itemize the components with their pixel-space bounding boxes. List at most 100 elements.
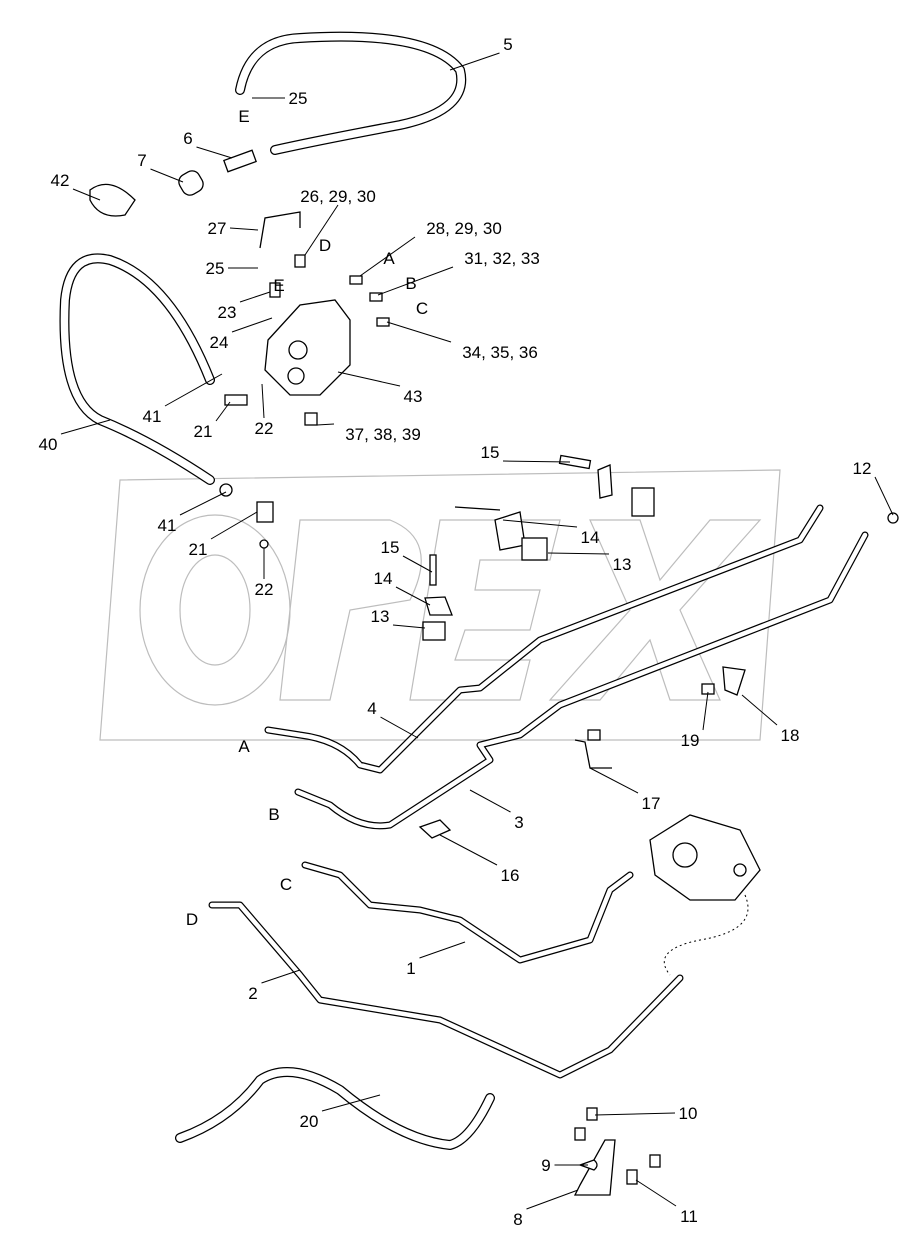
callout-label: 40 [39, 435, 58, 454]
leader-line [239, 291, 271, 303]
leader-line [179, 491, 227, 516]
callout-labels: 5 25E 6 7 42 26, 29, 30 27D 28, 29, 30 A 31, 32, … [39, 35, 872, 1229]
valve-block-43 [264, 299, 351, 396]
callout-label: 15 [481, 443, 500, 462]
callout-label: 6 [183, 129, 192, 148]
callout-label: 11 [680, 1207, 698, 1226]
callout-label: 7 [137, 151, 146, 170]
leader-line [419, 941, 466, 959]
leader-line [395, 586, 431, 606]
leader-line [72, 188, 101, 201]
leader-line [526, 1189, 579, 1210]
leader-line [402, 555, 433, 573]
callout-label: 26, 29, 30 [300, 187, 376, 206]
tube-2 [208, 901, 684, 1079]
leader-line [502, 460, 571, 463]
callout-label: A [238, 737, 250, 756]
callout-label: B [405, 274, 416, 293]
callout-label: 27 [208, 219, 227, 238]
callout-label: 41 [158, 516, 177, 535]
leader-line [215, 401, 231, 422]
hose-5 [235, 31, 467, 155]
callout-label: E [273, 276, 284, 295]
callout-label: 1 [406, 959, 415, 978]
callout-label: 22 [255, 580, 274, 599]
callout-label: 2 [248, 984, 257, 1003]
leader-lines [60, 52, 894, 1210]
leader-line [261, 969, 301, 984]
leader-line [210, 511, 258, 540]
callout-label: 20 [300, 1112, 319, 1131]
leader-line [377, 266, 454, 296]
opex-watermark [99, 469, 781, 741]
callout-label: B [268, 805, 279, 824]
callout-label: 8 [513, 1210, 522, 1229]
callout-label: 34, 35, 36 [462, 343, 538, 362]
leader-line [547, 552, 610, 555]
leader-line [439, 834, 498, 866]
callout-label: 10 [679, 1104, 698, 1123]
leader-line [196, 146, 233, 159]
leader-line [469, 789, 511, 813]
callout-label: 19 [681, 731, 700, 750]
callout-label: C [416, 299, 428, 318]
callout-label: 12 [853, 459, 872, 478]
leader-line [741, 694, 778, 726]
leader-line [392, 624, 426, 629]
leader-line [589, 767, 639, 794]
callout-label: 22 [255, 419, 274, 438]
callout-label: 43 [404, 387, 423, 406]
callout-label: 21 [194, 422, 213, 441]
callout-label: 13 [613, 555, 632, 574]
leader-line [164, 373, 223, 407]
leader-line [359, 236, 416, 277]
leader-line [231, 317, 273, 333]
hose-40 [59, 253, 215, 485]
leader-line [60, 419, 111, 435]
callout-label: D [186, 910, 198, 929]
callout-label: 9 [541, 1156, 550, 1175]
callout-label: 18 [781, 726, 800, 745]
callout-label: A [383, 249, 395, 268]
leader-line [229, 227, 259, 231]
tube-4 [264, 504, 824, 774]
leader-line [380, 716, 419, 739]
leader-line [449, 52, 500, 71]
callout-label: 31, 32, 33 [464, 249, 540, 268]
callout-label: 25 [206, 259, 225, 278]
callout-label: 25 [289, 89, 308, 108]
callout-label: 14 [374, 569, 393, 588]
callout-label: D [319, 236, 331, 255]
leader-line [874, 476, 894, 516]
callout-label: 17 [642, 794, 661, 813]
callout-label: 42 [51, 171, 70, 190]
callout-label: 23 [218, 303, 237, 322]
callout-label: 24 [210, 333, 229, 352]
leader-line [337, 371, 401, 387]
leader-line [635, 1179, 677, 1207]
callout-label: 5 [503, 35, 512, 54]
callout-label: 37, 38, 39 [345, 425, 421, 444]
dashed-link [663, 894, 749, 976]
leader-line [261, 383, 265, 419]
callout-label: 16 [501, 866, 520, 885]
watermark-letter-x [548, 519, 762, 701]
callout-label: 41 [143, 407, 162, 426]
leader-line [316, 423, 335, 426]
callout-label: 15 [381, 538, 400, 557]
callout-label: C [280, 875, 292, 894]
callout-label: 28, 29, 30 [426, 219, 502, 238]
watermark-letter-p [279, 519, 422, 701]
tube-3 [294, 531, 869, 830]
leader-line [594, 1112, 676, 1116]
leader-line [304, 204, 339, 256]
small-parts [89, 149, 899, 1196]
callout-label: 13 [371, 607, 390, 626]
tube-1 [301, 861, 634, 964]
callout-label: 21 [189, 540, 208, 559]
hose-20 [175, 1067, 495, 1150]
callout-label: 3 [514, 813, 523, 832]
callout-label: 14 [581, 528, 600, 547]
pump-body [649, 814, 761, 901]
